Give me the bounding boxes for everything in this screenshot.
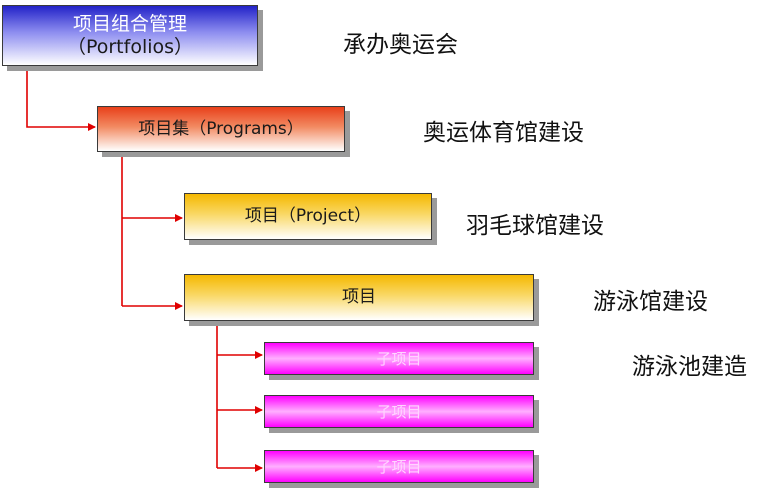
subproject-label: 子项目 xyxy=(376,457,422,476)
connector-portfolios-programs xyxy=(26,66,96,131)
project-swimming-box: 项目 xyxy=(184,274,534,321)
subproject-box: 子项目 xyxy=(264,450,534,483)
portfolios-subtitle: （Portfolios） xyxy=(66,35,194,58)
subproject-label: 子项目 xyxy=(376,349,422,368)
subproject-box: 子项目 xyxy=(264,342,534,375)
programs-label: 项目集（Programs） xyxy=(138,118,304,139)
portfolios-title: 项目组合管理 xyxy=(72,12,187,35)
subproject-caption: 游泳池建造 xyxy=(632,354,747,380)
project-swimming-caption: 游泳馆建设 xyxy=(593,289,708,315)
programs-caption: 奥运体育馆建设 xyxy=(423,120,584,146)
project-badminton-box: 项目（Project） xyxy=(184,193,432,240)
portfolios-caption: 承办奥运会 xyxy=(343,32,458,58)
subproject-label: 子项目 xyxy=(376,402,422,421)
project-badminton-caption: 羽毛球馆建设 xyxy=(466,213,604,239)
project-badminton-label: 项目（Project） xyxy=(244,206,372,227)
subproject-box: 子项目 xyxy=(264,395,534,428)
project-swimming-label: 项目 xyxy=(342,287,376,308)
programs-box: 项目集（Programs） xyxy=(97,106,345,152)
portfolios-box: 项目组合管理 （Portfolios） xyxy=(2,5,258,66)
